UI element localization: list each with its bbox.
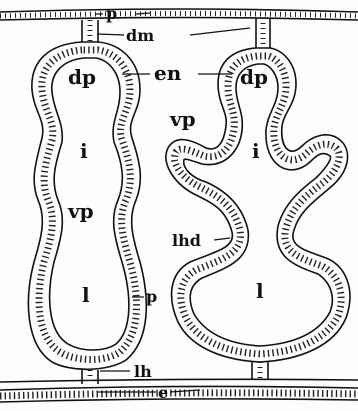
label-en: en	[154, 61, 182, 85]
right-pouch	[166, 48, 350, 362]
label-lh: lh	[134, 362, 152, 381]
label-dp-right: dp	[240, 65, 268, 89]
label-dm: dm	[126, 26, 154, 45]
label-dp-left: dp	[68, 65, 96, 89]
label-i-right: i	[252, 139, 260, 163]
label-i-left: i	[80, 139, 88, 163]
label-vp-right: vp	[169, 107, 196, 131]
label-lhd: lhd	[172, 231, 201, 250]
label-p-top: p	[106, 4, 117, 23]
label-l-right: l	[256, 279, 264, 303]
label-p-mid: p	[146, 287, 157, 306]
left-dorsal-mesentery	[82, 20, 98, 42]
label-l-left: l	[82, 283, 90, 307]
right-ventral-stalk	[252, 362, 268, 380]
label-vp-left: vp	[67, 199, 94, 223]
left-ventral-stalk	[82, 370, 98, 384]
top-epithelium	[0, 9, 358, 20]
label-e: e	[158, 383, 168, 402]
right-dorsal-mesentery	[256, 18, 270, 48]
bottom-epithelium	[0, 379, 358, 402]
